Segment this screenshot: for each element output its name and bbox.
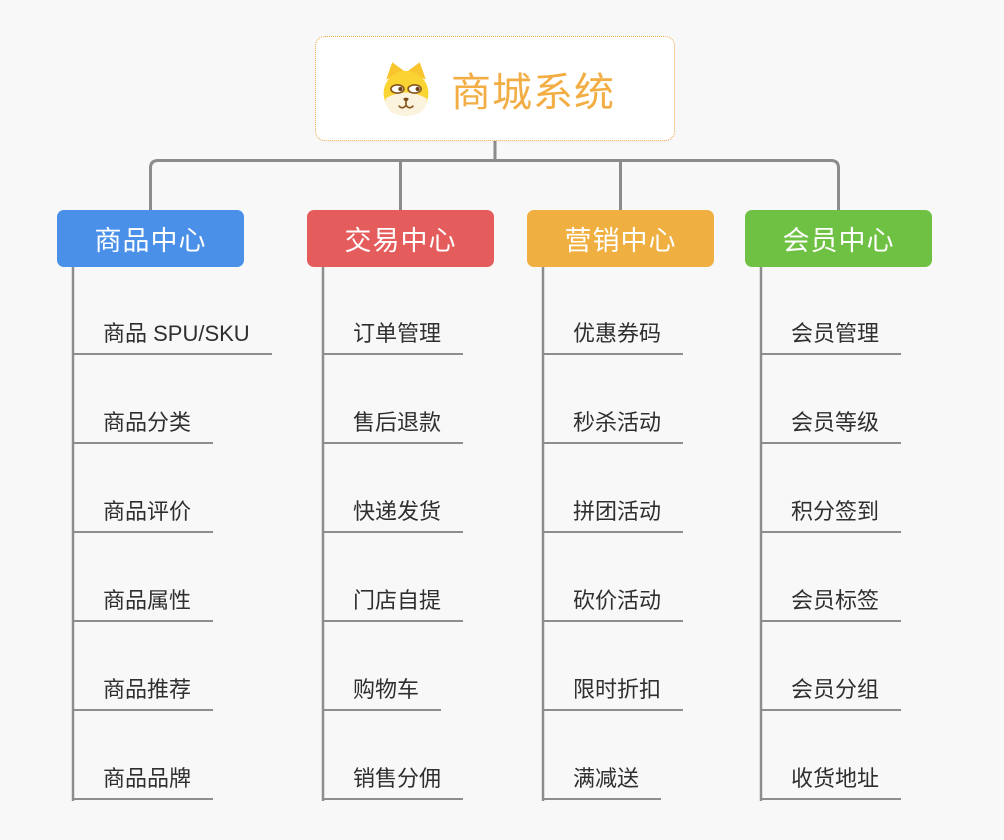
- leaf-node[interactable]: 会员分组: [761, 673, 902, 711]
- branch-leaves: 会员管理 会员等级 积分签到 会员标签 会员分组 收货地址: [745, 210, 932, 810]
- leaf-node[interactable]: 拼团活动: [543, 495, 684, 533]
- branch-node-product-center[interactable]: 商品中心: [57, 210, 244, 267]
- leaf-node[interactable]: 快递发货: [323, 495, 464, 533]
- leaf-node[interactable]: 订单管理: [323, 317, 464, 355]
- leaf-node[interactable]: 收货地址: [761, 762, 902, 800]
- leaf-node[interactable]: 商品 SPU/SKU: [73, 317, 272, 355]
- branch-trade-center: 交易中心 订单管理 售后退款 快递发货 门店自提 购物车 销售分佣: [307, 210, 494, 810]
- branch-member-center: 会员中心 会员管理 会员等级 积分签到 会员标签 会员分组 收货地址: [745, 210, 932, 810]
- root-node[interactable]: 商城系统: [315, 36, 675, 141]
- leaf-node[interactable]: 商品分类: [73, 406, 214, 444]
- branch-product-center: 商品中心 商品 SPU/SKU 商品分类 商品评价 商品属性 商品推荐 商品品牌: [57, 210, 272, 810]
- leaf-node[interactable]: 满减送: [543, 762, 662, 800]
- branch-node-marketing-center[interactable]: 营销中心: [527, 210, 714, 267]
- dog-face-icon: [383, 61, 429, 116]
- leaf-node[interactable]: 秒杀活动: [543, 406, 684, 444]
- branch-marketing-center: 营销中心 优惠券码 秒杀活动 拼团活动 砍价活动 限时折扣 满减送: [527, 210, 714, 810]
- root-title: 商城系统: [451, 70, 615, 115]
- leaf-node[interactable]: 优惠券码: [543, 317, 684, 355]
- leaf-node[interactable]: 商品评价: [73, 495, 214, 533]
- branch-leaves: 商品 SPU/SKU 商品分类 商品评价 商品属性 商品推荐 商品品牌: [57, 210, 272, 810]
- leaf-node[interactable]: 售后退款: [323, 406, 464, 444]
- branch-leaves: 订单管理 售后退款 快递发货 门店自提 购物车 销售分佣: [307, 210, 494, 810]
- leaf-node[interactable]: 门店自提: [323, 584, 464, 622]
- leaf-node[interactable]: 限时折扣: [543, 673, 684, 711]
- leaf-node[interactable]: 积分签到: [761, 495, 902, 533]
- branch-node-member-center[interactable]: 会员中心: [745, 210, 932, 267]
- leaf-node[interactable]: 商品推荐: [73, 673, 214, 711]
- leaf-node[interactable]: 会员管理: [761, 317, 902, 355]
- leaf-node[interactable]: 商品属性: [73, 584, 214, 622]
- leaf-node[interactable]: 销售分佣: [323, 762, 464, 800]
- leaf-node[interactable]: 会员标签: [761, 584, 902, 622]
- leaf-node[interactable]: 商品品牌: [73, 762, 214, 800]
- branch-leaves: 优惠券码 秒杀活动 拼团活动 砍价活动 限时折扣 满减送: [527, 210, 714, 810]
- leaf-node[interactable]: 会员等级: [761, 406, 902, 444]
- leaf-node[interactable]: 砍价活动: [543, 584, 684, 622]
- branch-node-trade-center[interactable]: 交易中心: [307, 210, 494, 267]
- leaf-node[interactable]: 购物车: [323, 673, 442, 711]
